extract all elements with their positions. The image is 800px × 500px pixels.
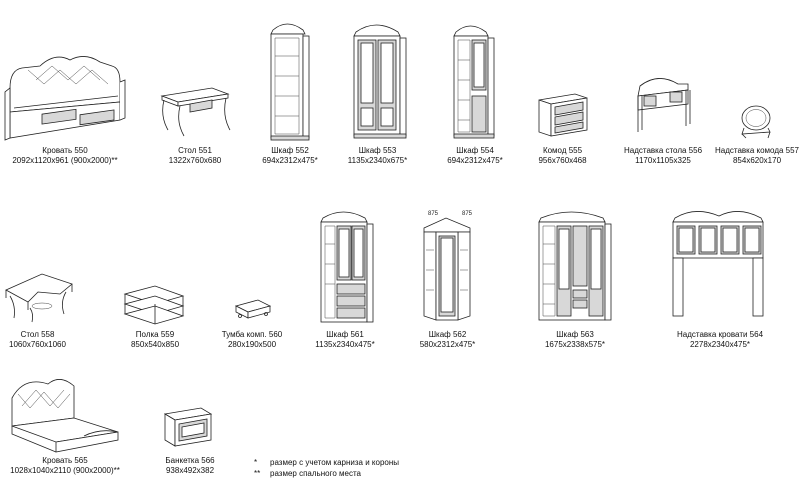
item-size: 1135x2340x475* (315, 340, 375, 349)
item-label: Надставка стола 556 1170x1105x325 (618, 146, 708, 166)
item-label: Кровать 550 2092x1120x961 (900x2000)** (0, 146, 130, 166)
item-size: 1060x760x1060 (9, 340, 66, 349)
item-size: 280x190x500 (227, 340, 277, 349)
item-label: Шкаф 553 1135x2340x675* (340, 146, 415, 166)
item-wardrobe-562: 875 875 Шкаф 562 580x2312x475* (410, 210, 485, 355)
item-name: Кровать 565 (42, 456, 88, 465)
item-size: 956x760x468 (538, 156, 587, 165)
item-name: Стол 551 (178, 146, 212, 155)
bench-566-drawing (163, 407, 213, 447)
item-name: Надставка комода 557 (714, 146, 799, 155)
item-label: Банкетка 566 938x492x382 (155, 456, 225, 476)
item-bed-565: Кровать 565 1028x1040x2110 (900x2000)** (0, 370, 130, 480)
item-label: Шкаф 561 1135x2340x475* (305, 330, 385, 350)
item-label: Шкаф 554 694x2312x475* (440, 146, 510, 166)
legend-mark: ** (254, 469, 261, 478)
item-wardrobe-553: Шкаф 553 1135x2340x675* (340, 20, 415, 175)
bed-565-drawing (11, 379, 119, 453)
item-table-hutch-556: Надставка стола 556 1170x1105x325 (618, 60, 708, 175)
item-size: 2092x1120x961 (900x2000)** (12, 156, 118, 165)
item-label: Надставка комода 557 854x620x170 (712, 146, 800, 166)
item-label: Шкаф 563 1675x2338x575* (525, 330, 625, 350)
item-label: Кровать 565 1028x1040x2110 (900x2000)** (0, 456, 130, 476)
item-name: Шкаф 563 (556, 330, 594, 339)
item-name: Кровать 550 (42, 146, 88, 155)
item-name: Тумба комп. 560 (221, 330, 283, 339)
item-size: 1135x2340x675* (347, 156, 408, 165)
wardrobe-554-drawing (453, 25, 495, 139)
table-hutch-556-drawing (637, 78, 691, 132)
item-size: 1028x1040x2110 (900x2000)** (10, 466, 120, 475)
item-size: 1170x1105x325 (635, 156, 691, 165)
footnote-legend: * размер с учетом карниза и короны ** разм… (254, 457, 399, 479)
table-558-drawing (5, 273, 73, 323)
item-table-558: Стол 558 1060x760x1060 (0, 210, 75, 355)
item-name: Шкаф 561 (326, 330, 364, 339)
legend-mark: * (254, 458, 258, 467)
item-size: 580x2312x475* (419, 340, 476, 349)
item-bed-550: Кровать 550 2092x1120x961 (900x2000)** (0, 0, 130, 175)
item-wardrobe-561: Шкаф 561 1135x2340x475* (305, 210, 385, 355)
wardrobe-562-drawing (423, 217, 471, 321)
item-name: Стол 558 (20, 330, 55, 339)
item-dresser-555: Комод 555 956x760x468 (525, 60, 600, 175)
item-bench-566: Банкетка 566 938x492x382 (155, 370, 225, 480)
item-label: Надставка кровати 564 2278x2340x475* (665, 330, 775, 350)
dresser-555-drawing (538, 93, 588, 137)
item-bed-hutch-564: Надставка кровати 564 2278x2340x475* (665, 210, 775, 355)
item-label: Тумба комп. 560 280x190x500 (212, 330, 292, 350)
item-name: Надставка стола 556 (623, 146, 703, 155)
dresser-hutch-557-drawing (741, 105, 771, 139)
corner-dim-left: 875 (428, 211, 439, 217)
item-size: 1322x760x680 (168, 156, 222, 165)
item-size: 694x2312x475* (447, 156, 503, 165)
item-wardrobe-554: Шкаф 554 694x2312x475* (440, 20, 510, 175)
item-size: 1675x2338x575* (544, 340, 606, 349)
item-label: Стол 558 1060x760x1060 (0, 330, 75, 350)
item-name: Шкаф 553 (358, 146, 397, 155)
item-label: Стол 551 1322x760x680 (150, 146, 240, 166)
table-551-drawing (160, 87, 231, 137)
item-size: 938x492x382 (165, 466, 215, 475)
legend-row-single: * размер с учетом карниза и короны (254, 457, 399, 468)
item-shelf-559: Полка 559 850x540x850 (115, 210, 195, 355)
item-table-551: Стол 551 1322x760x680 (150, 0, 240, 175)
item-name: Полка 559 (135, 330, 175, 339)
item-size: 694x2312x475* (262, 156, 318, 165)
bed-550-drawing (4, 56, 126, 141)
bed-hutch-564-drawing (672, 211, 764, 317)
item-size: 854x620x170 (732, 156, 782, 165)
corner-dim-right: 875 (462, 211, 473, 217)
shelf-559-drawing (123, 285, 185, 325)
item-computer-stand-560: Тумба комп. 560 280x190x500 (212, 210, 292, 355)
item-wardrobe-552: Шкаф 552 694x2312x475* (255, 20, 325, 175)
item-dresser-hutch-557: Надставка комода 557 854x620x170 (712, 60, 800, 175)
item-label: Полка 559 850x540x850 (115, 330, 195, 350)
wardrobe-561-drawing (320, 211, 374, 323)
legend-row-double: ** размер спального места (254, 468, 399, 479)
item-name: Шкаф 562 (428, 330, 467, 339)
item-label: Комод 555 956x760x468 (525, 146, 600, 166)
wardrobe-553-drawing (353, 24, 407, 139)
legend-text: размер с учетом карниза и короны (270, 458, 400, 467)
wardrobe-563-drawing (538, 211, 612, 321)
item-size: 850x540x850 (130, 340, 180, 349)
computer-stand-560-drawing (234, 299, 272, 319)
item-size: 2278x2340x475* (689, 340, 751, 349)
legend-text: размер спального места (270, 469, 361, 478)
wardrobe-552-drawing (270, 23, 310, 141)
item-name: Надставка кровати 564 (676, 330, 764, 339)
item-name: Шкаф 554 (456, 146, 494, 155)
item-wardrobe-563: Шкаф 563 1675x2338x575* (525, 210, 625, 355)
item-name: Комод 555 (542, 146, 583, 155)
item-name: Шкаф 552 (271, 146, 309, 155)
item-label: Шкаф 552 694x2312x475* (255, 146, 325, 166)
item-name: Банкетка 566 (165, 456, 215, 465)
item-label: Шкаф 562 580x2312x475* (410, 330, 485, 350)
